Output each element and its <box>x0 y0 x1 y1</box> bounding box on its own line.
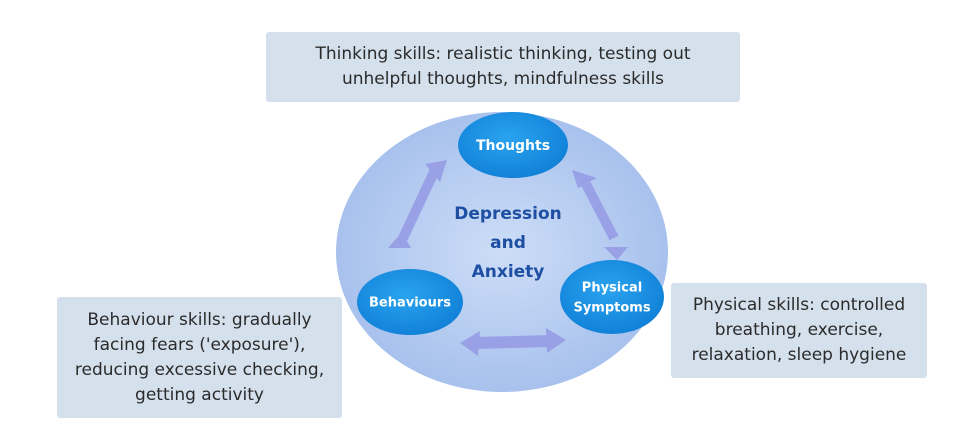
arrow-behaviours-physical <box>460 328 566 356</box>
node-physical-label-line2: Symptoms <box>573 301 650 316</box>
thinking-skills-line2: unhelpful thoughts, mindfulness skills <box>341 69 665 89</box>
physical-skills-line1: Physical skills: controlled <box>692 295 906 315</box>
center-label: Depression and Anxiety <box>454 204 562 282</box>
physical-skills-note: Physical skills: controlled breathing, e… <box>671 283 927 378</box>
thinking-skills-line1: Thinking skills: realistic thinking, tes… <box>315 44 691 64</box>
behaviour-skills-line3: reducing excessive checking, <box>74 359 325 380</box>
node-behaviours-label: Behaviours <box>369 296 451 311</box>
physical-skills-line2: breathing, exercise, <box>714 320 884 340</box>
node-behaviours: Behaviours <box>357 269 463 335</box>
thinking-skills-note: Thinking skills: realistic thinking, tes… <box>266 32 740 102</box>
center-label-line1: Depression <box>454 204 562 224</box>
arrow-thoughts-behaviours <box>388 160 447 248</box>
physical-skills-line3: relaxation, sleep hygiene <box>691 345 907 365</box>
node-thoughts: Thoughts <box>458 112 568 178</box>
behaviour-skills-line4: getting activity <box>135 384 264 405</box>
center-label-line2: and <box>490 233 526 253</box>
behaviour-skills-note: Behaviour skills: gradually facing fears… <box>57 297 342 418</box>
node-physical-label-line1: Physical <box>582 281 642 296</box>
behaviour-skills-line1: Behaviour skills: gradually <box>87 309 312 330</box>
center-label-line3: Anxiety <box>472 262 545 282</box>
arrow-thoughts-physical <box>572 170 628 260</box>
behaviour-skills-line2: facing fears ('exposure'), <box>93 334 306 355</box>
node-physical: Physical Symptoms <box>560 260 664 334</box>
node-thoughts-label: Thoughts <box>476 138 550 154</box>
